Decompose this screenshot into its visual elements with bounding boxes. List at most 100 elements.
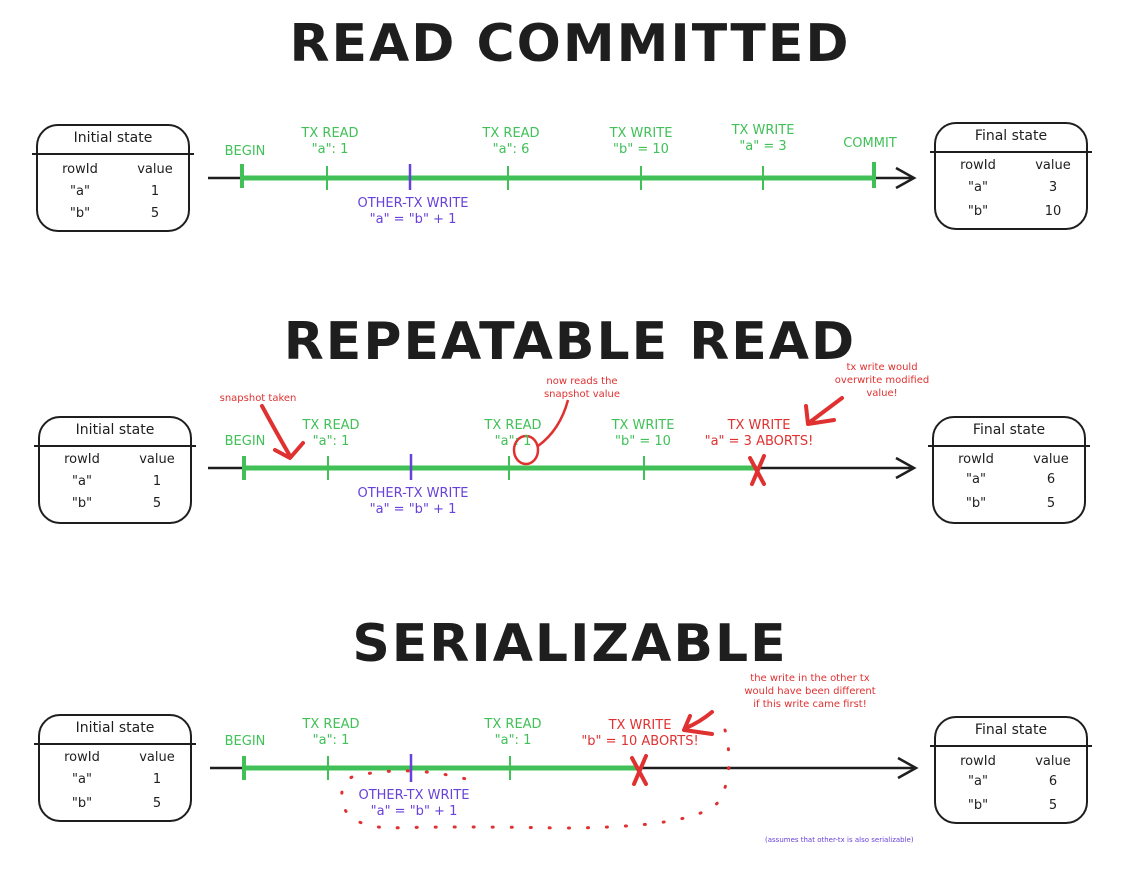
event-title: TX WRITE	[609, 126, 673, 141]
begin-label: BEGIN	[224, 144, 266, 159]
header-rowid: rowId	[64, 452, 100, 467]
timeline-arrowhead	[895, 456, 917, 480]
row-id: "b"	[71, 796, 93, 811]
row-id: "b"	[967, 798, 989, 813]
read-committed-diagram: Initial state rowId value "a" 1 "b" 5 BEGIN…	[0, 110, 1140, 250]
row-id: "b"	[69, 206, 91, 221]
header-value: value	[137, 162, 173, 177]
event-detail: "a": 1	[494, 733, 532, 748]
other-tx-write-label: OTHER-TX WRITE"a" = "b" + 1	[358, 788, 469, 820]
initial-state-table: Initial state rowId value "a" 1 "b" 5	[32, 124, 194, 232]
table-title: Final state	[972, 422, 1046, 438]
row-id: "a"	[70, 184, 90, 199]
event-detail: "b" = 10	[613, 142, 669, 157]
row-id: "b"	[965, 496, 987, 511]
note-line: tx write would	[846, 362, 918, 373]
event-title: OTHER-TX WRITE	[358, 788, 470, 803]
snapshot-arrow	[260, 404, 292, 458]
row-value: 5	[1048, 798, 1058, 813]
table-title: Final state	[974, 722, 1048, 738]
note-line: if this write came first!	[753, 699, 867, 710]
serializable-footnote: (assumes that other-tx is also serializa…	[765, 836, 914, 844]
tx-write-abort-label: TX WRITE"b" = 10 ABORTS!	[581, 718, 698, 750]
tx-read-label: TX READ"a": 1	[484, 418, 541, 450]
row-value: 5	[150, 206, 160, 221]
table-divider	[32, 153, 194, 155]
snapshot-value-pointer	[537, 399, 570, 448]
row-value: 1	[152, 772, 162, 787]
tx-read-label: TX READ"a": 6	[482, 126, 539, 158]
row-id: "a"	[968, 180, 988, 195]
timeline	[208, 396, 917, 486]
table-title: Final state	[974, 128, 1048, 144]
section-title-serializable: SERIALIZABLE	[352, 614, 788, 674]
row-id: "a"	[968, 774, 988, 789]
tx-read-label: TX READ"a": 1	[301, 126, 358, 158]
event-detail: "b" = 10	[615, 434, 671, 449]
overwrite-arrowhead	[804, 404, 836, 426]
dependency-dotted-loop	[340, 728, 731, 830]
header-value: value	[1035, 158, 1071, 173]
event-detail: "a": 1	[312, 434, 350, 449]
event-title: OTHER-TX WRITE	[357, 196, 469, 211]
header-value: value	[139, 750, 175, 765]
event-detail: "a": 6	[492, 142, 530, 157]
event-detail: "b" = 10 ABORTS!	[581, 734, 699, 749]
section-title-read-committed: READ COMMITTED	[289, 14, 851, 74]
table-divider	[34, 743, 196, 745]
row-value: 3	[1048, 180, 1058, 195]
event-title: TX WRITE	[611, 418, 675, 433]
abort-x-mark	[630, 754, 648, 786]
row-value: 5	[152, 496, 162, 511]
snapshot-arrowhead	[273, 441, 305, 460]
row-value: 10	[1044, 204, 1062, 219]
header-value: value	[139, 452, 175, 467]
table-divider	[34, 445, 196, 447]
event-detail: "a" = "b" + 1	[369, 212, 457, 227]
note-line: value!	[866, 388, 898, 399]
table-title: Initial state	[75, 422, 155, 438]
event-detail: "a" = 3	[739, 139, 787, 154]
timeline-arrowhead	[897, 756, 919, 780]
table-divider	[930, 151, 1092, 153]
table-title: Initial state	[73, 130, 153, 146]
header-rowid: rowId	[960, 158, 996, 173]
event-detail: "a": 1	[312, 733, 350, 748]
tx-write-label: TX WRITE"b" = 10	[612, 418, 675, 450]
row-value: 6	[1046, 472, 1056, 487]
event-detail: "a": 1	[311, 142, 349, 157]
other-tx-write-label: OTHER-TX WRITE"a" = "b" + 1	[357, 196, 468, 228]
tx-read-label: TX READ"a": 1	[484, 717, 541, 749]
event-detail: "a" = 3 ABORTS!	[704, 434, 814, 449]
event-title: TX WRITE	[727, 418, 791, 433]
commit-label: COMMIT	[843, 136, 897, 151]
event-title: OTHER-TX WRITE	[357, 486, 469, 501]
row-value: 5	[1046, 496, 1056, 511]
row-id: "b"	[967, 204, 989, 219]
table-divider	[928, 445, 1090, 447]
different-arrow	[684, 710, 714, 730]
timeline	[210, 710, 919, 830]
header-value: value	[1033, 452, 1069, 467]
row-value: 1	[152, 474, 162, 489]
final-state-table: Final state rowId value "a" 3 "b" 10	[930, 122, 1092, 230]
event-title: TX READ	[484, 717, 542, 732]
row-value: 1	[150, 184, 160, 199]
section-title-repeatable-read: REPEATABLE READ	[283, 312, 857, 372]
row-value: 5	[152, 796, 162, 811]
abort-x-mark	[748, 454, 766, 486]
note-line: the write in the other tx	[750, 673, 870, 684]
row-id: "b"	[71, 496, 93, 511]
header-rowid: rowId	[62, 162, 98, 177]
row-value: 6	[1048, 774, 1058, 789]
begin-label: BEGIN	[224, 434, 266, 449]
table-title: Initial state	[75, 720, 155, 736]
tx-read-label: TX READ"a": 1	[302, 717, 359, 749]
